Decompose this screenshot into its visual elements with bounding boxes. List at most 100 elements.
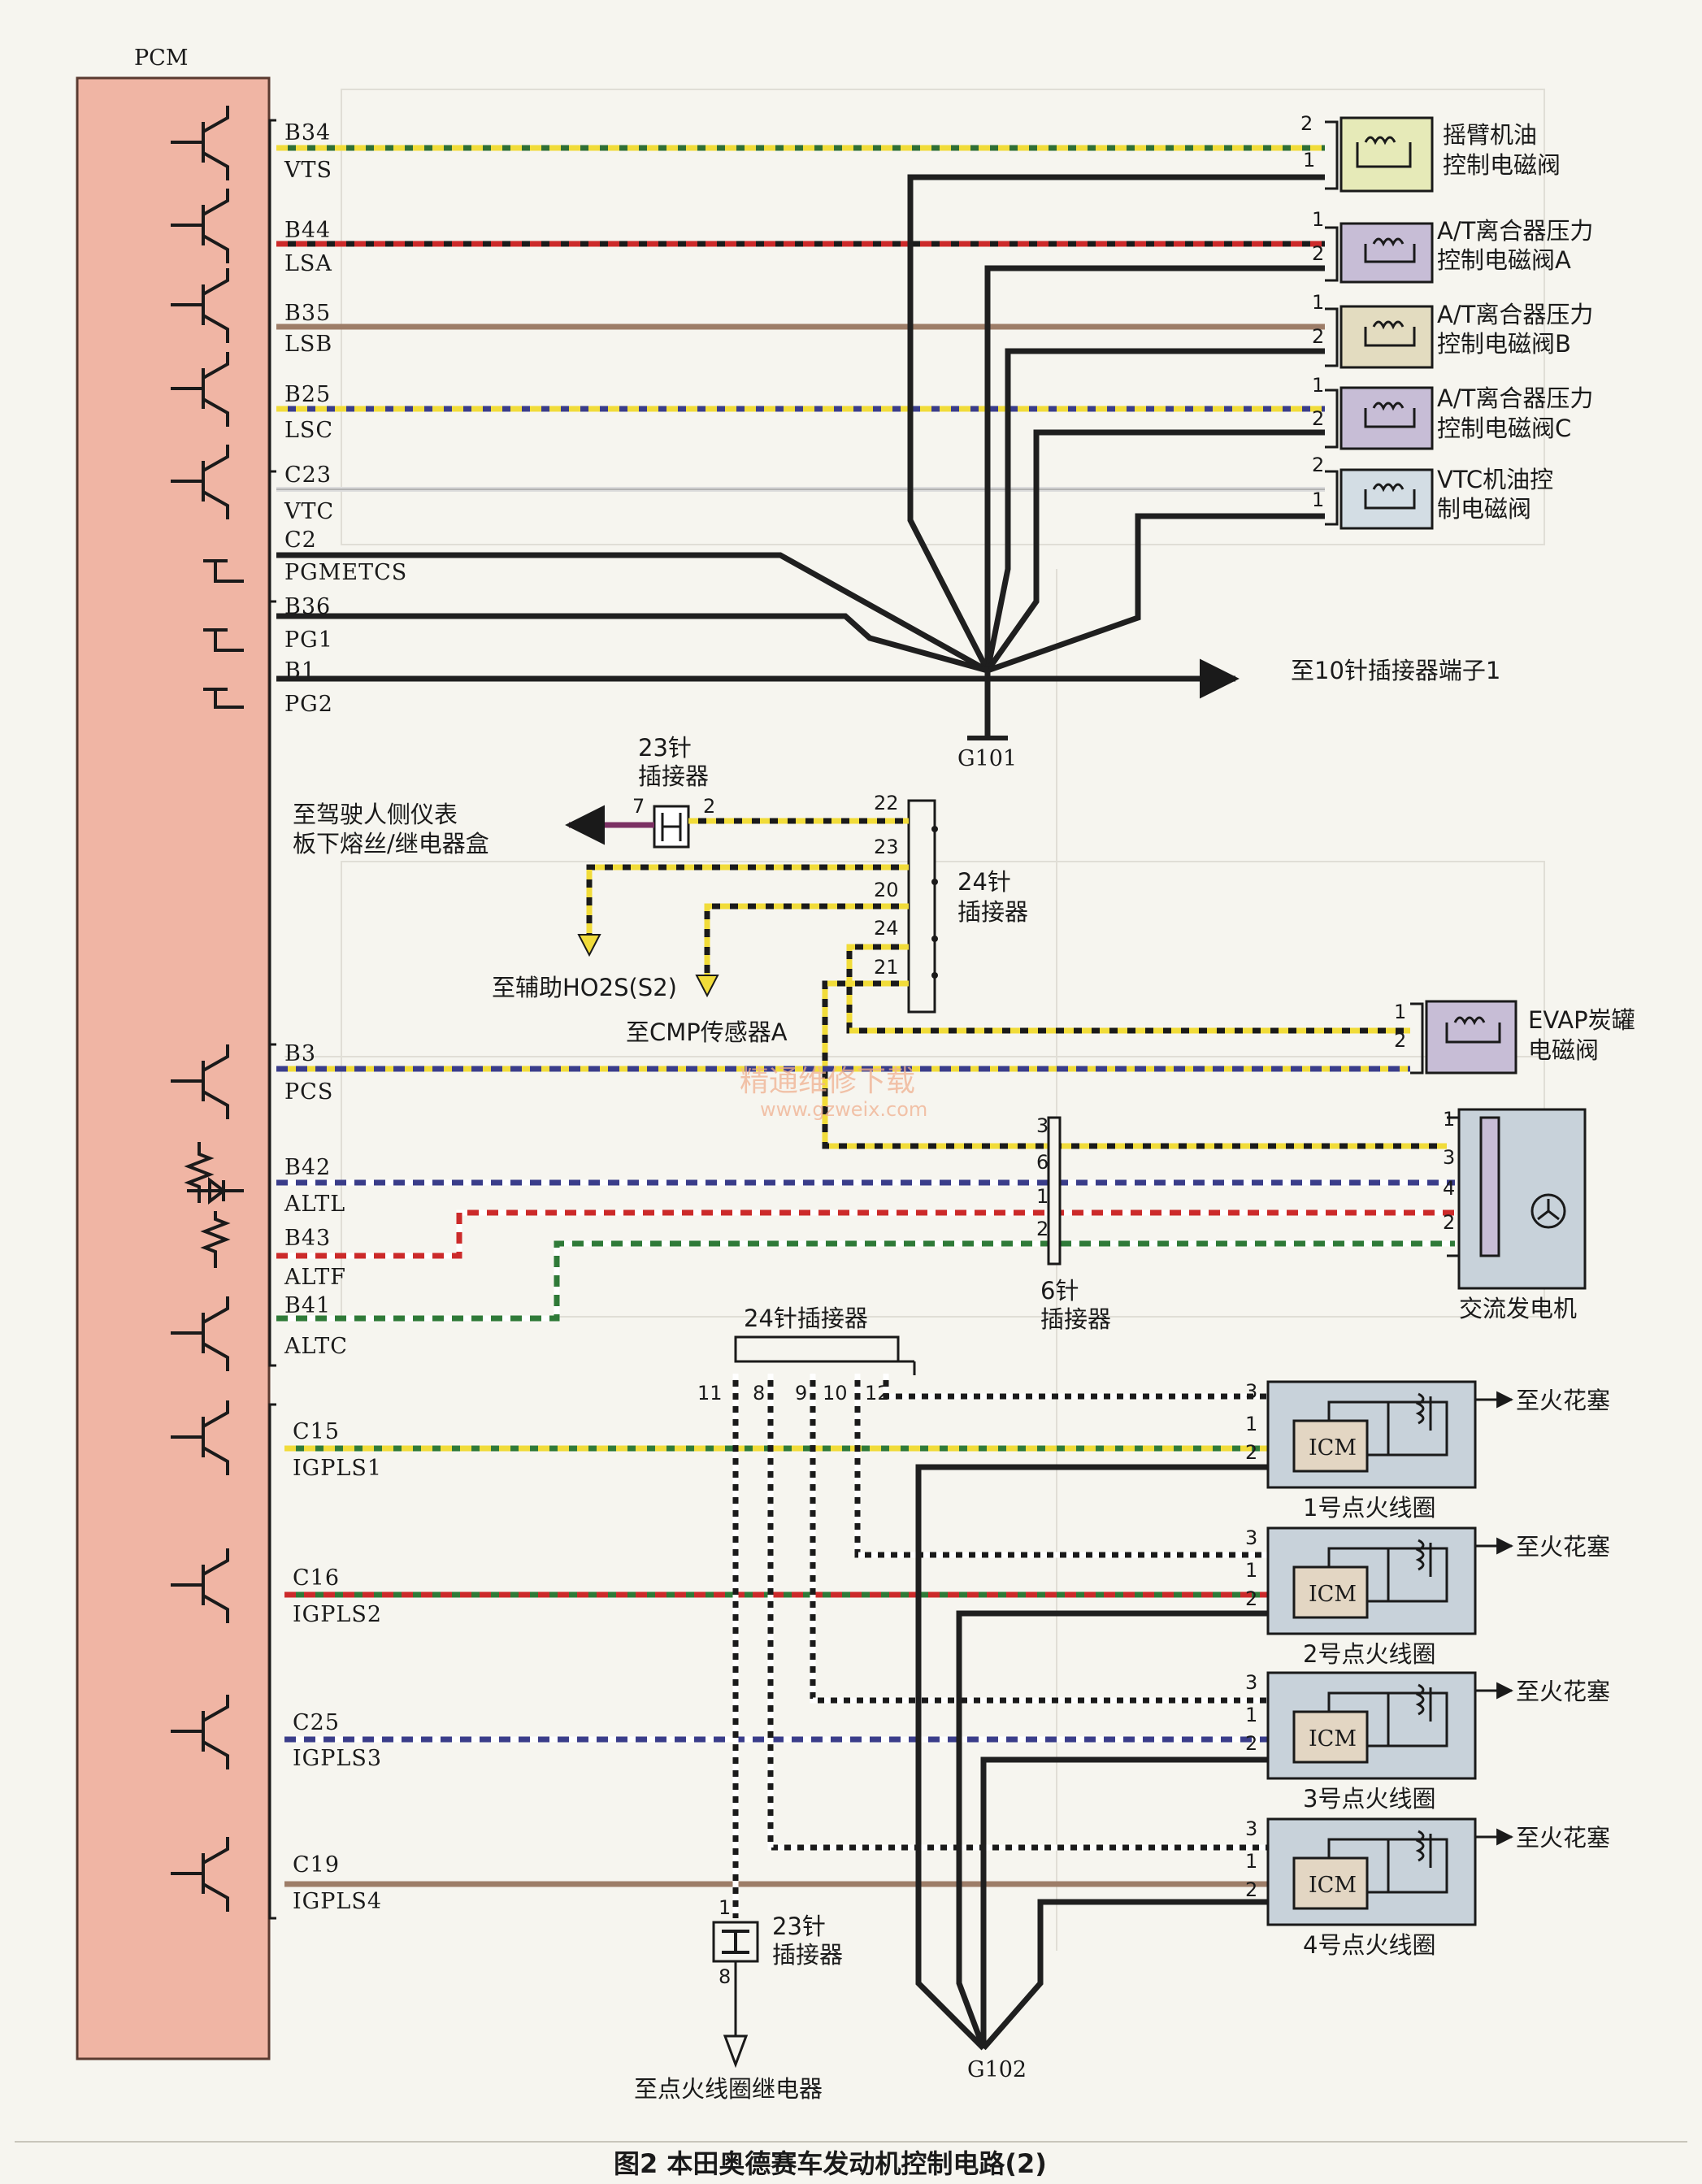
svg-text:2: 2 [1312,407,1324,430]
svg-text:1: 1 [1303,149,1315,172]
svg-text:1号点火线圈: 1号点火线圈 [1303,1494,1435,1522]
signal-label: LSC [284,418,333,443]
g101-harness [276,174,1325,736]
svg-text:插接器: 插接器 [1040,1305,1111,1333]
svg-text:控制电磁阀A: 控制电磁阀A [1437,246,1571,274]
alternator: 1 3 4 2 交流发电机 [1443,1108,1587,1322]
svg-text:至火花塞: 至火花塞 [1516,1678,1610,1705]
connector-6pin: 3 6 1 2 6针 插接器 [1036,1114,1111,1333]
ground-icon [203,628,244,652]
svg-text:3: 3 [1036,1114,1049,1137]
transistor-icon [171,268,229,343]
svg-text:2: 2 [1245,1441,1257,1464]
pin-label: B43 [284,1226,331,1251]
signal-label: IGPLS3 [293,1746,382,1771]
watermark: 精通维修下载 [740,1065,915,1098]
svg-text:6: 6 [1036,1151,1049,1174]
to-cmp-label: 至CMP传感器A [626,1018,788,1046]
transistor-icon [171,445,229,519]
pcm-signal-labels: B34 VTS B44 LSA B35 LSB B25 LSC C23 VTC … [284,120,407,1914]
connector-24pin-bottom: 24针插接器 11 8 9 10 12 [697,1305,916,1405]
pin-label: C15 [293,1419,340,1444]
signal-label: ALTL [284,1192,345,1217]
ignition-coil-1: ICM 3 1 2 至火花塞 1号点火线圈 [1245,1380,1610,1522]
connector-23pin-bottom: 1 8 23针 插接器 [712,1896,843,1988]
to-fuse-box-label: 板下熔丝/继电器盒 [293,830,489,858]
svg-text:8: 8 [719,1965,731,1988]
svg-text:1: 1 [1312,208,1324,231]
g101-label: G101 [957,746,1017,771]
svg-text:2: 2 [1245,1732,1257,1755]
transistor-icon [171,106,229,180]
pcm-label: PCM [134,46,188,71]
signal-label: LSB [284,332,332,357]
pin-label: B41 [284,1293,331,1318]
signal-label: IGPLS2 [293,1602,382,1627]
svg-text:2: 2 [1443,1211,1455,1234]
transistor-icon [171,1695,229,1769]
svg-text:2: 2 [1394,1029,1406,1052]
svg-text:7: 7 [632,795,645,818]
ignition-coil-2: ICM 3 1 2 至火花塞 2号点火线圈 [1245,1526,1610,1668]
signal-label: PCS [284,1079,333,1105]
to-fuse-box-label: 至驾驶人侧仪表 [293,801,458,828]
signal-label: ALTC [284,1334,348,1359]
svg-text:4: 4 [1443,1177,1455,1200]
svg-text:1: 1 [1036,1185,1049,1208]
svg-text:21: 21 [874,956,899,979]
wire-altf [276,1209,1455,1259]
ignition-coil-3: ICM 3 1 2 至火花塞 3号点火线圈 [1245,1671,1610,1813]
arrow-to-coil-relay-head [723,2034,749,2069]
svg-text:1: 1 [1245,1413,1257,1435]
valve-clutch-a: 1 2 A/T离合器压力 控制电磁阀A [1312,208,1593,284]
pin-label: B44 [284,218,331,243]
diode-icon [187,1176,244,1205]
svg-text:2: 2 [1036,1218,1049,1240]
arrow-to-ho2s [577,934,601,957]
signal-label: IGPLS1 [293,1456,382,1481]
pin-label: C25 [293,1710,340,1735]
svg-text:1: 1 [1312,374,1324,397]
transistor-icon [171,1548,229,1623]
signal-label: LSA [284,251,332,276]
svg-text:3: 3 [1245,1380,1257,1403]
svg-text:24针插接器: 24针插接器 [744,1305,868,1332]
svg-text:3: 3 [1443,1146,1455,1169]
wire-altc [276,1240,1455,1322]
svg-text:2: 2 [1300,112,1313,135]
resistor-icon [184,1142,215,1203]
transistor-icon [171,352,229,427]
svg-text:插接器: 插接器 [772,1941,843,1969]
pin-label: C16 [293,1565,340,1591]
transistor-icon [171,1296,229,1371]
svg-text:至火花塞: 至火花塞 [1516,1824,1610,1852]
svg-text:3: 3 [1245,1817,1257,1840]
pcm-block [76,76,271,2060]
ignition-coil-4: ICM 3 1 2 至火花塞 4号点火线圈 [1245,1817,1610,1959]
evap-valve: 1 2 EVAP炭罐 电磁阀 [1394,1000,1635,1075]
svg-text:2号点火线圈: 2号点火线圈 [1303,1640,1435,1668]
arrow-to-cmp [695,975,719,998]
svg-text:24针: 24针 [957,868,1011,896]
signal-label: VTC [284,499,334,524]
svg-text:A/T离合器压力: A/T离合器压力 [1437,217,1593,245]
signal-label: VTS [284,158,332,183]
watermark: www.gzweix.com [760,1098,927,1121]
svg-text:2: 2 [703,795,715,818]
svg-text:制电磁阀: 制电磁阀 [1437,495,1531,523]
svg-text:4号点火线圈: 4号点火线圈 [1303,1931,1435,1959]
svg-text:2: 2 [1312,454,1324,476]
svg-text:1: 1 [1394,1001,1406,1023]
svg-text:摇臂机油: 摇臂机油 [1443,121,1537,149]
signal-label: PGMETCS [284,560,407,585]
svg-text:10: 10 [823,1382,848,1405]
svg-text:1: 1 [1245,1559,1257,1582]
svg-text:A/T离合器压力: A/T离合器压力 [1437,301,1593,328]
svg-text:交流发电机: 交流发电机 [1459,1295,1577,1322]
svg-text:1: 1 [1245,1850,1257,1873]
svg-text:EVAP炭罐: EVAP炭罐 [1528,1006,1635,1034]
signal-label: ALTF [284,1265,346,1290]
pcm-internal-symbols [171,106,244,1912]
svg-text:VTC机油控: VTC机油控 [1437,466,1553,493]
svg-text:3: 3 [1245,1526,1257,1549]
